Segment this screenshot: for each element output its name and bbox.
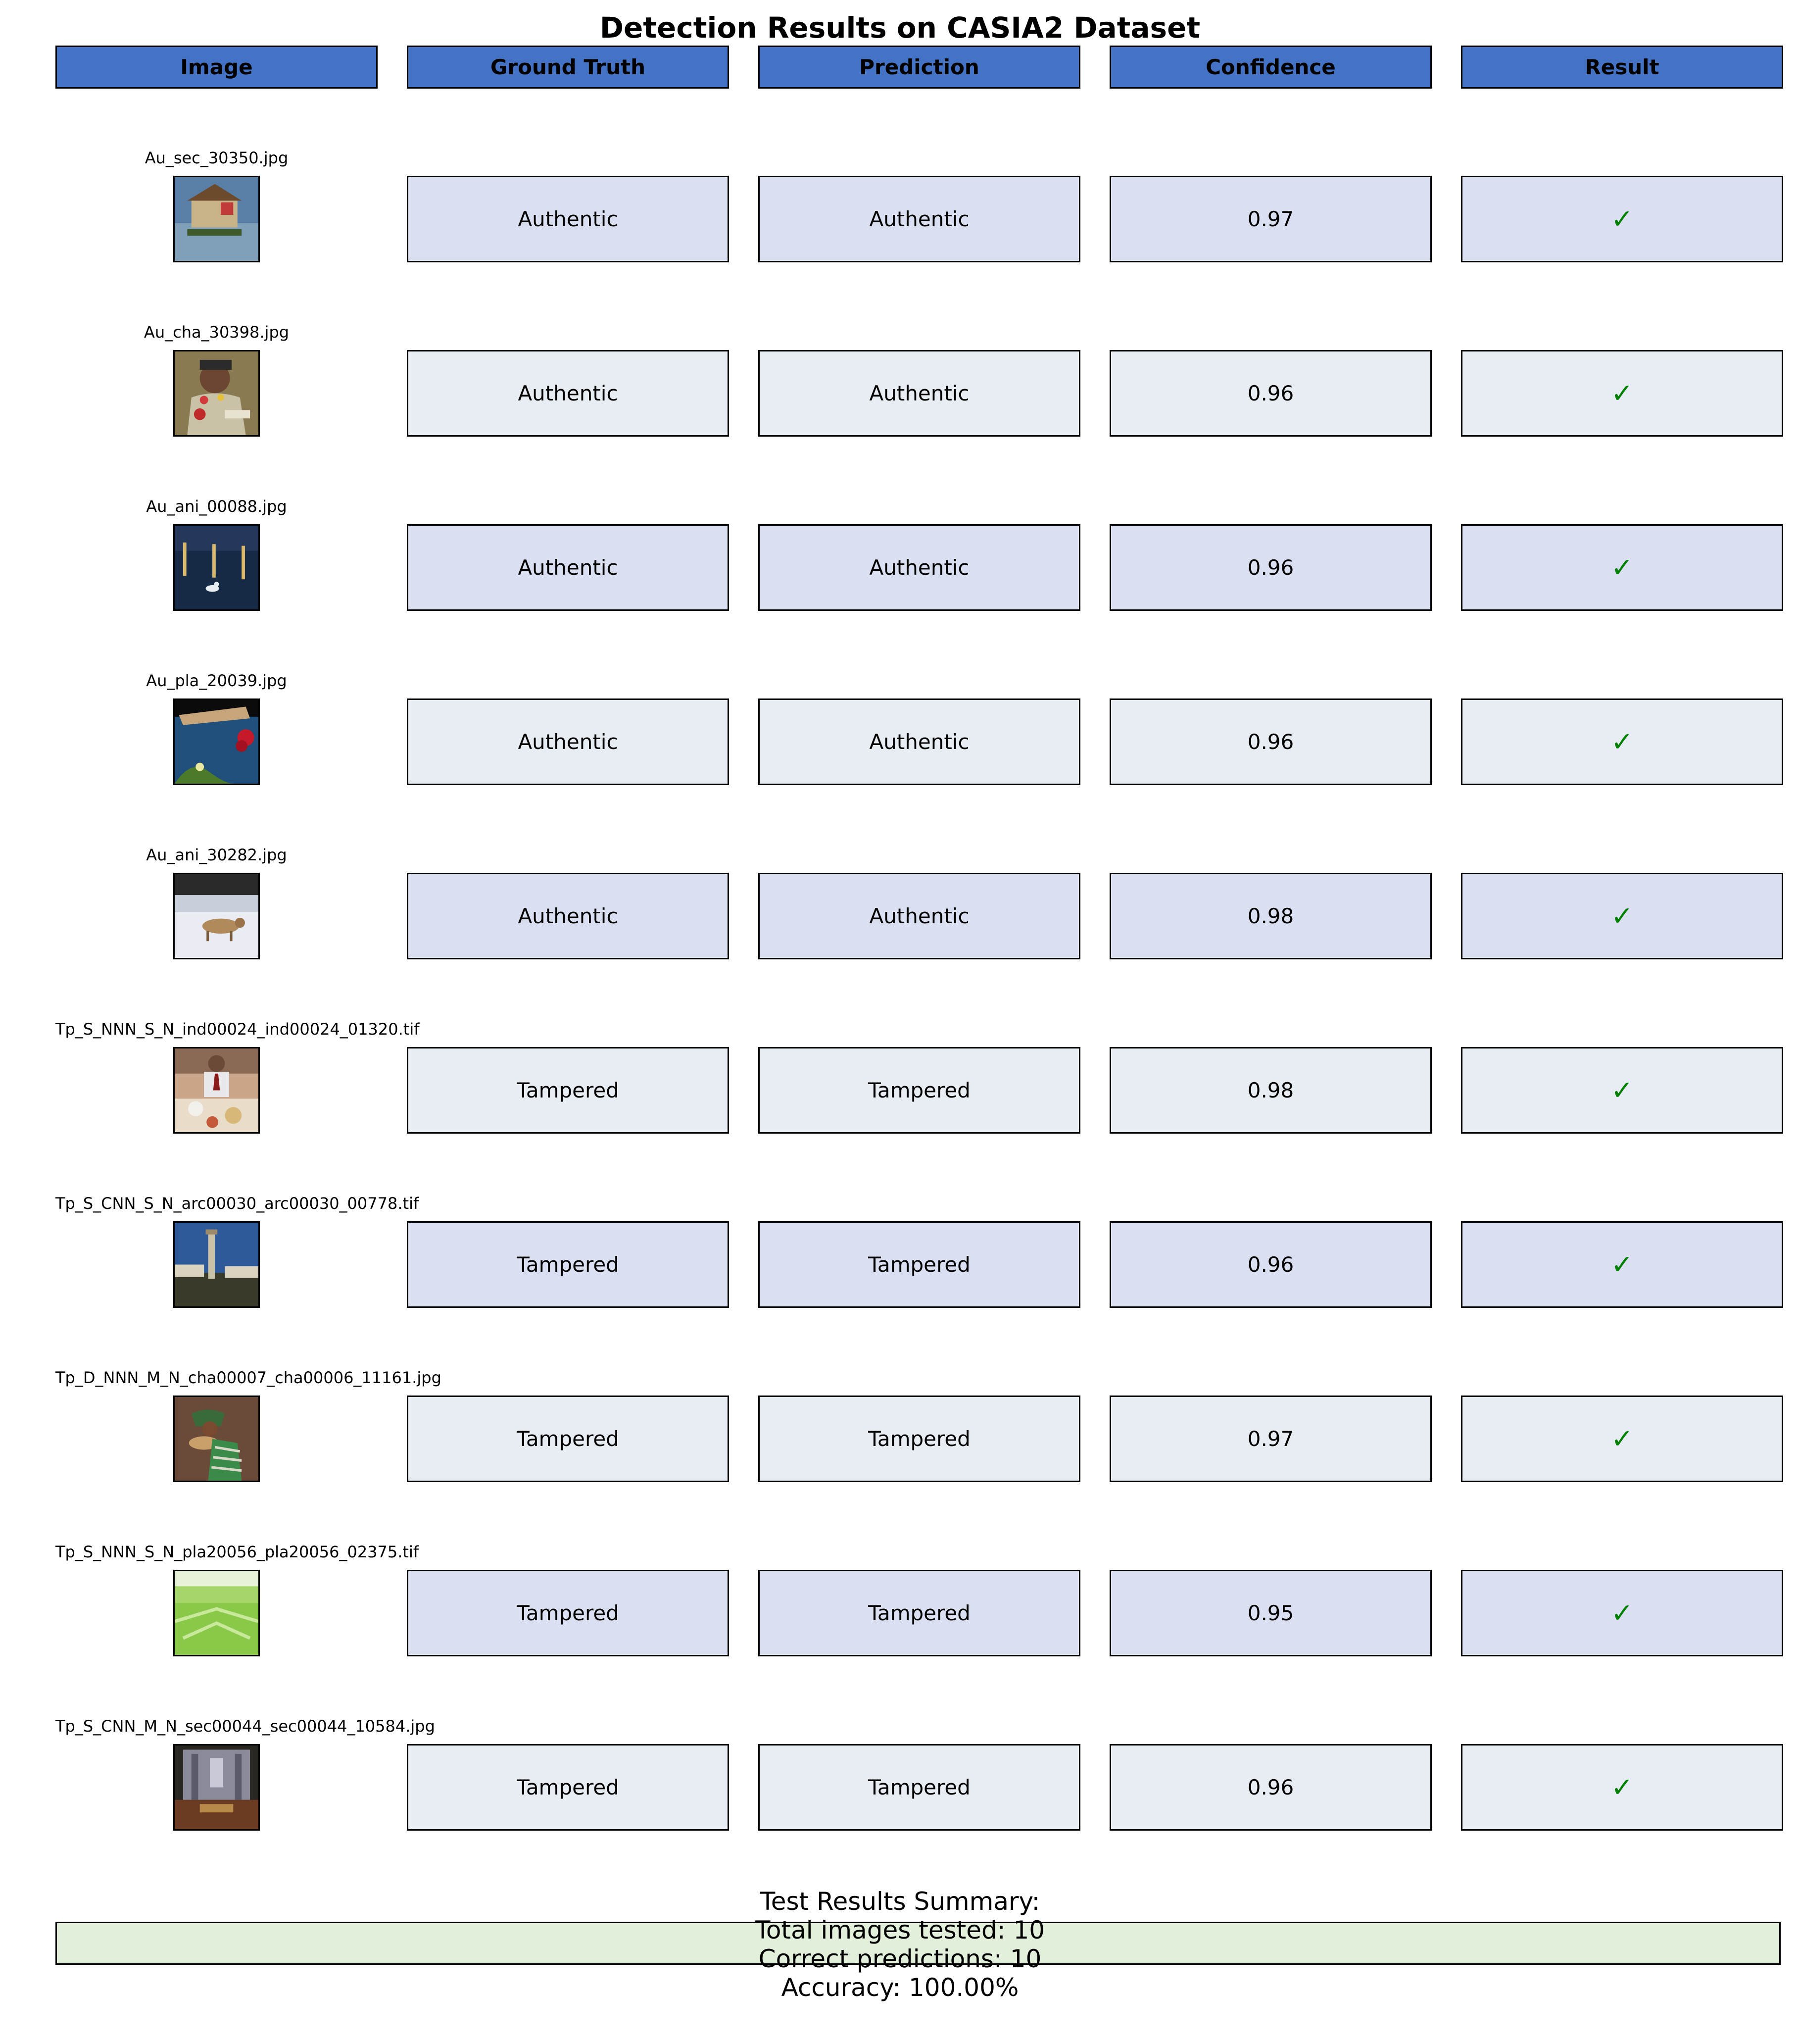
prediction-cell: Authentic <box>758 524 1080 611</box>
prediction-cell: Tampered <box>758 1744 1080 1831</box>
prediction-cell: Authentic <box>758 698 1080 785</box>
ground-truth-cell: Tampered <box>407 1047 729 1134</box>
image-filename: Tp_D_NNN_M_N_cha00007_cha00006_11161.jpg <box>55 1368 441 1387</box>
result-cell: ✓ <box>1461 873 1783 959</box>
ground-truth-cell: Tampered <box>407 1396 729 1482</box>
ground-truth-cell: Authentic <box>407 873 729 959</box>
confidence-cell: 0.98 <box>1110 873 1432 959</box>
image-filename: Au_sec_30350.jpg <box>145 149 289 167</box>
header-result: Result <box>1461 46 1783 89</box>
header-prediction: Prediction <box>758 46 1080 89</box>
image-thumbnail <box>173 1047 260 1134</box>
prediction-cell: Tampered <box>758 1047 1080 1134</box>
prediction-cell: Tampered <box>758 1396 1080 1482</box>
confidence-cell: 0.96 <box>1110 1221 1432 1308</box>
result-cell: ✓ <box>1461 176 1783 262</box>
summary-heading: Test Results Summary: <box>760 1887 1040 1916</box>
image-thumbnail <box>173 1744 260 1831</box>
confidence-cell: 0.97 <box>1110 176 1432 262</box>
prediction-cell: Tampered <box>758 1221 1080 1308</box>
summary-box <box>55 1922 1781 1965</box>
summary-total: Total images tested: 10 <box>755 1916 1045 1944</box>
image-filename: Tp_S_CNN_S_N_arc00030_arc00030_00778.tif <box>55 1194 419 1213</box>
header-confidence: Confidence <box>1110 46 1432 89</box>
header-ground-truth: Ground Truth <box>407 46 729 89</box>
result-cell: ✓ <box>1461 1221 1783 1308</box>
prediction-cell: Authentic <box>758 176 1080 262</box>
confidence-cell: 0.97 <box>1110 1396 1432 1482</box>
ground-truth-cell: Authentic <box>407 698 729 785</box>
ground-truth-cell: Tampered <box>407 1744 729 1831</box>
image-thumbnail <box>173 1221 260 1308</box>
image-thumbnail <box>173 873 260 959</box>
header-image: Image <box>55 46 378 89</box>
confidence-cell: 0.96 <box>1110 1744 1432 1831</box>
image-thumbnail <box>173 1570 260 1656</box>
image-thumbnail <box>173 1396 260 1482</box>
image-filename: Tp_S_NNN_S_N_ind00024_ind00024_01320.tif <box>55 1020 420 1039</box>
image-filename: Tp_S_CNN_M_N_sec00044_sec00044_10584.jpg <box>55 1717 435 1736</box>
ground-truth-cell: Authentic <box>407 176 729 262</box>
prediction-cell: Tampered <box>758 1570 1080 1656</box>
result-cell: ✓ <box>1461 524 1783 611</box>
image-filename: Au_ani_00088.jpg <box>146 497 287 516</box>
image-thumbnail <box>173 524 260 611</box>
prediction-cell: Authentic <box>758 350 1080 437</box>
summary-accuracy: Accuracy: 100.00% <box>781 1973 1019 2002</box>
confidence-cell: 0.95 <box>1110 1570 1432 1656</box>
confidence-cell: 0.96 <box>1110 350 1432 437</box>
image-filename: Au_pla_20039.jpg <box>146 671 287 690</box>
result-cell: ✓ <box>1461 1396 1783 1482</box>
chart-title: Detection Results on CASIA2 Dataset <box>599 11 1201 45</box>
image-filename: Au_cha_30398.jpg <box>144 323 290 342</box>
confidence-cell: 0.96 <box>1110 698 1432 785</box>
ground-truth-cell: Authentic <box>407 524 729 611</box>
image-filename: Au_ani_30282.jpg <box>146 846 287 864</box>
ground-truth-cell: Tampered <box>407 1221 729 1308</box>
result-cell: ✓ <box>1461 1744 1783 1831</box>
ground-truth-cell: Authentic <box>407 350 729 437</box>
prediction-cell: Authentic <box>758 873 1080 959</box>
confidence-cell: 0.96 <box>1110 524 1432 611</box>
summary-text: Test Results Summary: Total images teste… <box>0 1887 1800 2002</box>
result-cell: ✓ <box>1461 698 1783 785</box>
ground-truth-cell: Tampered <box>407 1570 729 1656</box>
summary-correct: Correct predictions: 10 <box>758 1944 1042 1973</box>
confidence-cell: 0.98 <box>1110 1047 1432 1134</box>
image-thumbnail <box>173 698 260 785</box>
result-cell: ✓ <box>1461 1570 1783 1656</box>
image-thumbnail <box>173 176 260 262</box>
result-cell: ✓ <box>1461 1047 1783 1134</box>
image-filename: Tp_S_NNN_S_N_pla20056_pla20056_02375.tif <box>55 1543 419 1561</box>
image-thumbnail <box>173 350 260 437</box>
result-cell: ✓ <box>1461 350 1783 437</box>
